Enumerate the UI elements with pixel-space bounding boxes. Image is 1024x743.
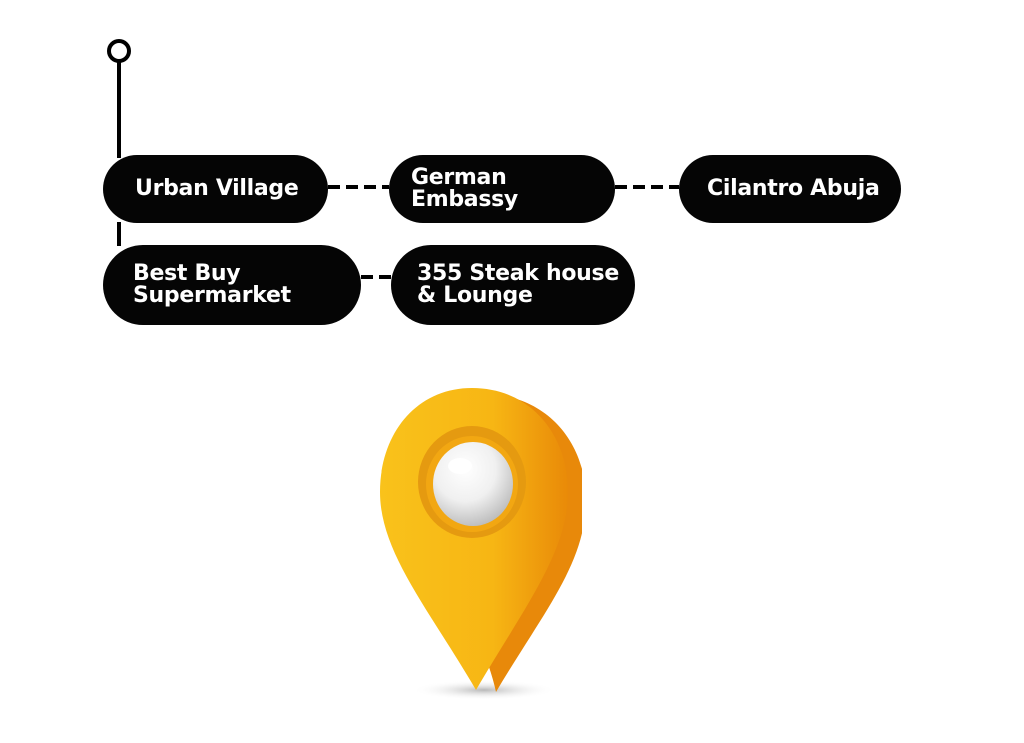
stop-355-steak-house: 355 Steak house & Lounge [391,245,635,325]
route-start-circle-icon [107,39,131,63]
stop-urban-village: Urban Village [103,155,328,223]
stop-best-buy-supermarket: Best Buy Supermarket [103,245,361,325]
stop-cilantro-abuja: Cilantro Abuja [679,155,901,223]
stop-label: 355 Steak house & Lounge [417,261,619,308]
stop-label: Cilantro Abuja [707,176,880,201]
stop-label: Urban Village [135,176,299,201]
stop-german-embassy: German Embassy [389,155,615,223]
stop-label: Best Buy Supermarket [133,261,291,308]
stop-label: German Embassy [411,165,518,212]
map-pin-icon [380,388,582,700]
